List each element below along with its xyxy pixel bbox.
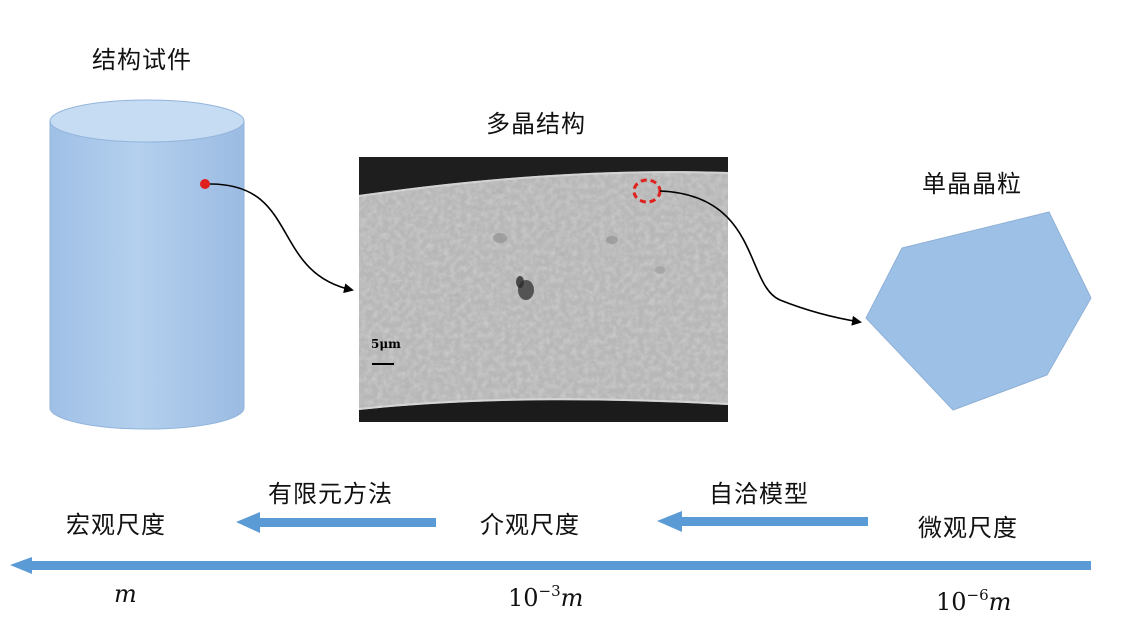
micro-scale-value: 10−6m [936, 586, 1012, 616]
micro-scale-label: 微观尺度 [918, 514, 1018, 542]
method-fem-label: 有限元方法 [268, 480, 393, 508]
zoom-arrow-specimen-to-polycrystal [209, 183, 354, 294]
arrow-fem [236, 512, 436, 533]
single-grain-hexagon [865, 211, 1092, 411]
scale-axis-arrow [10, 557, 1091, 574]
meso-scale-value: 10−3m [508, 582, 584, 612]
polycrystal-title: 多晶结构 [486, 110, 586, 138]
macro-scale-value: m [114, 580, 137, 608]
single-grain-title: 单晶晶粒 [922, 170, 1022, 198]
meso-scale-label: 介观尺度 [480, 511, 580, 539]
polycrystal-micrograph [358, 157, 729, 422]
macro-scale-label: 宏观尺度 [66, 511, 166, 539]
method-self-consistent-label: 自洽模型 [709, 480, 809, 508]
scalebar-label: 5μm [371, 337, 401, 351]
specimen-cylinder [49, 99, 245, 430]
location-marker-dot [200, 179, 210, 189]
arrow-self-consistent [657, 511, 868, 532]
specimen-title: 结构试件 [92, 46, 192, 74]
zoom-arrow-polycrystal-to-grain [659, 190, 862, 326]
